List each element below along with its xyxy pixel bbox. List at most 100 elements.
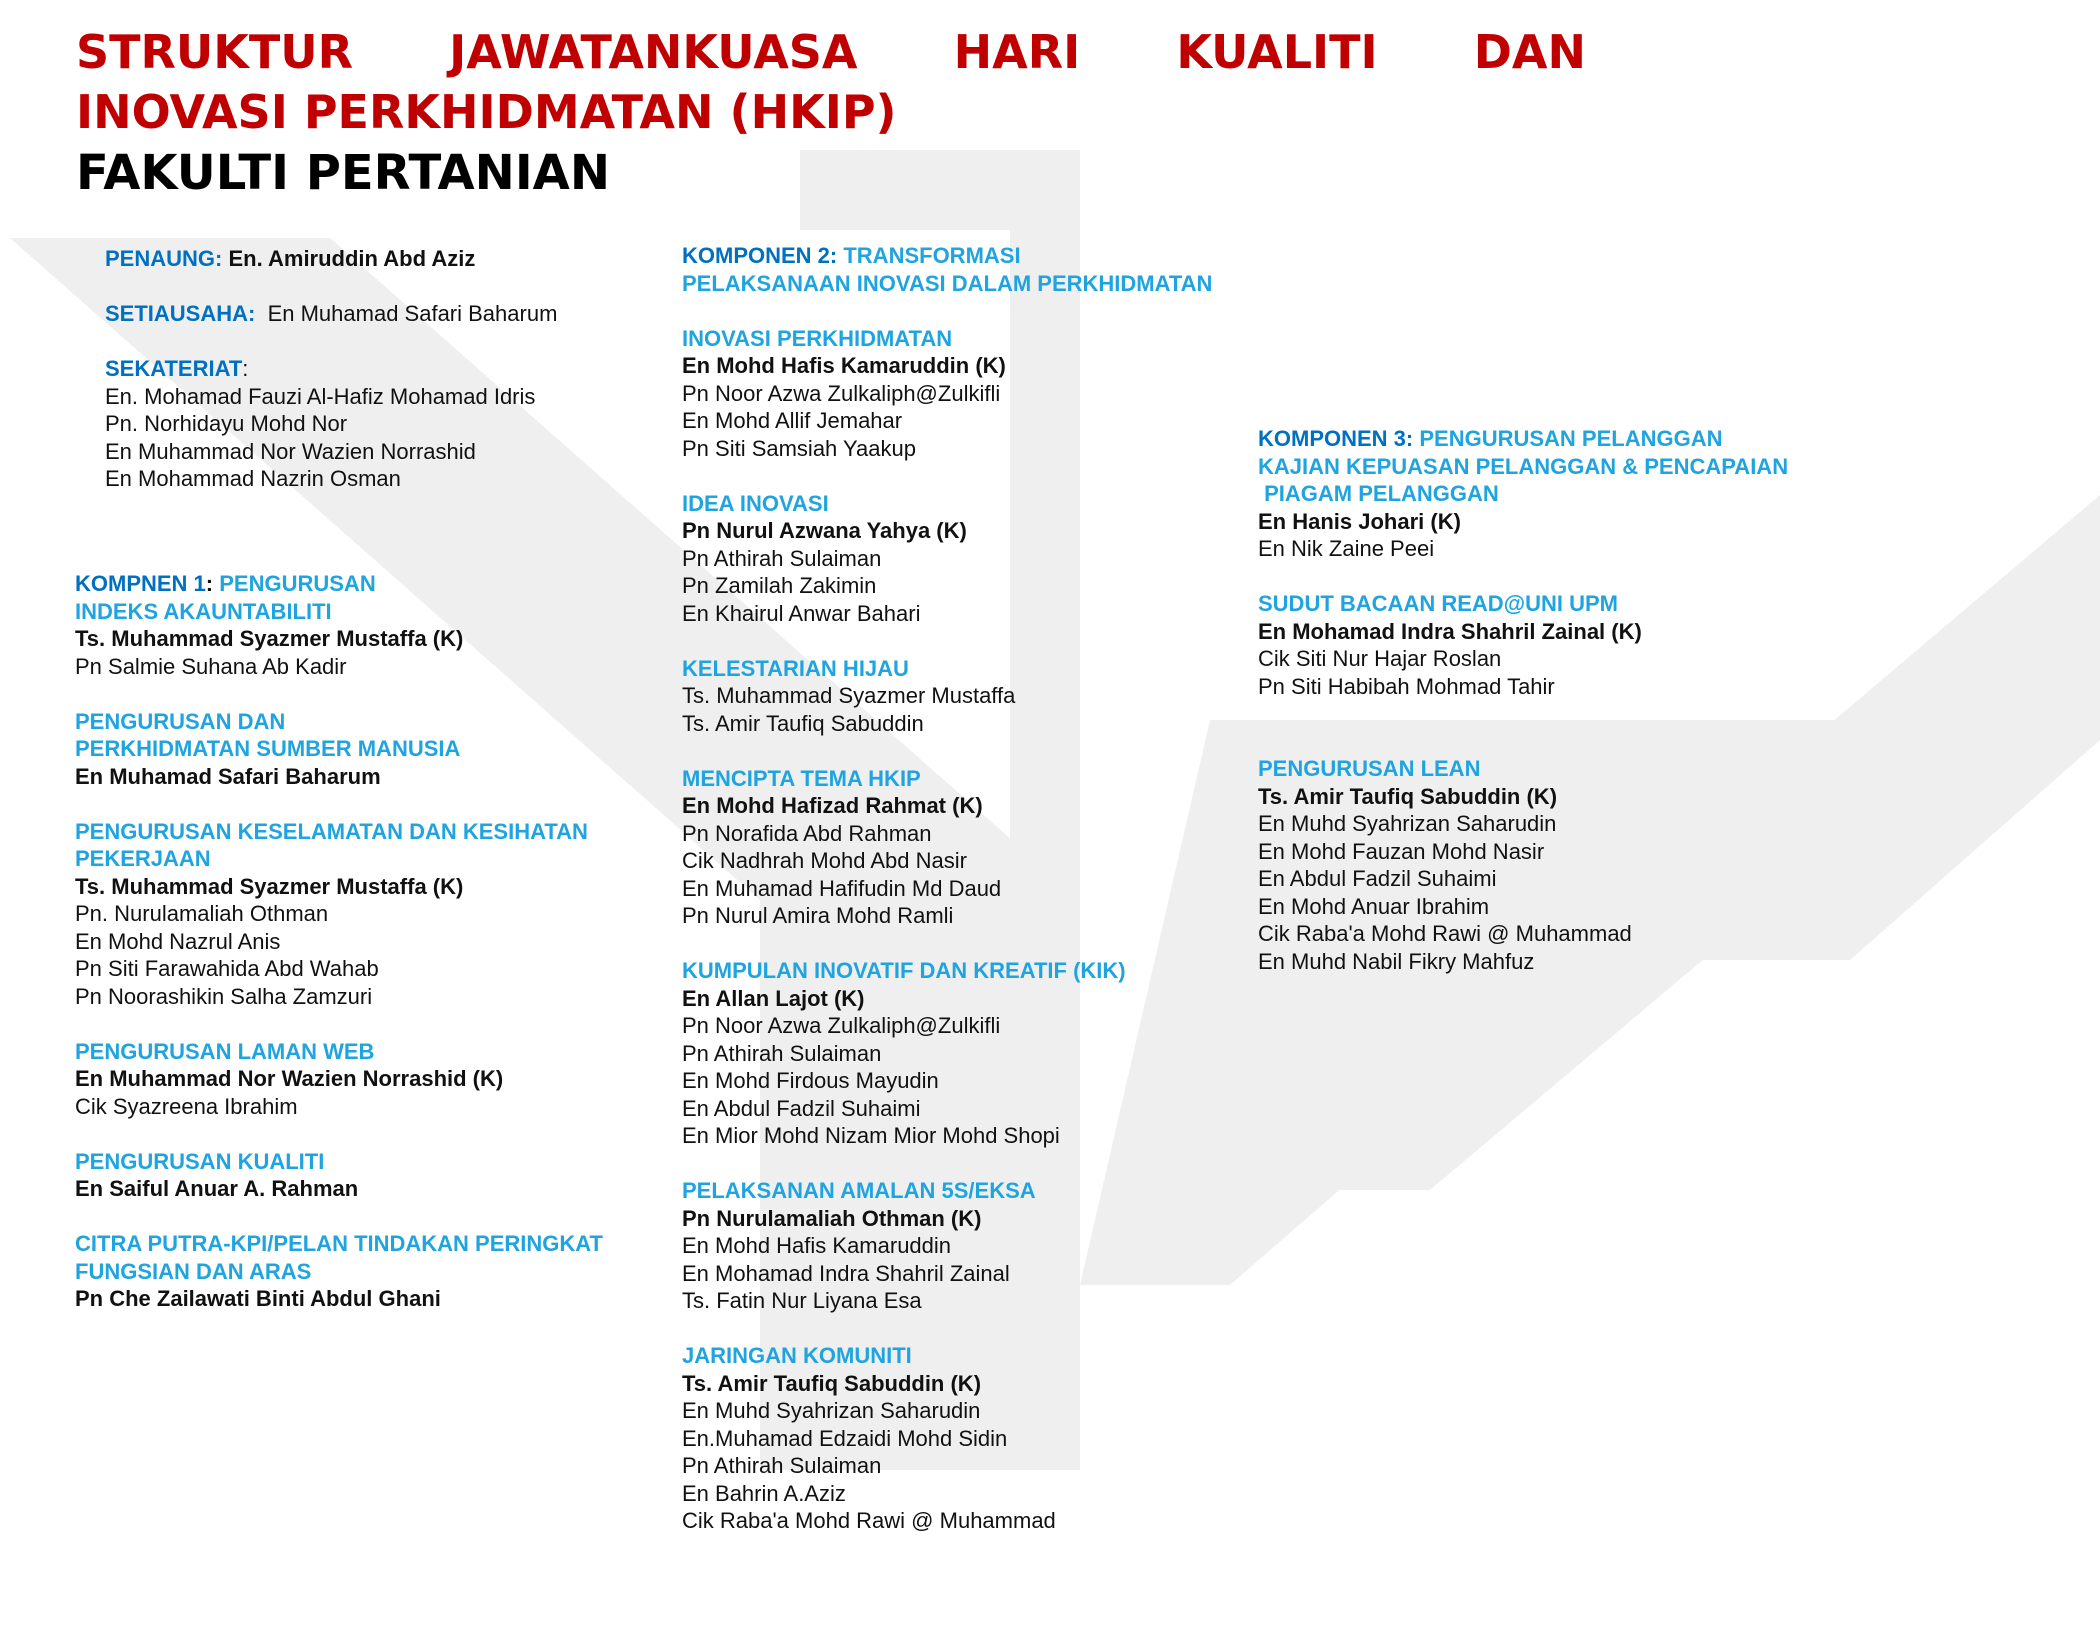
section-member: Pn Siti Habibah Mohmad Tahir	[1258, 673, 1555, 699]
section-heading: PENGURUSAN KESELAMATAN DAN KESIHATAN	[75, 818, 588, 844]
section-heading: PEKERJAAN	[75, 846, 211, 871]
title-line-2: INOVASI PERKHIDMATAN (HKIP)	[76, 85, 897, 139]
section-heading: JARINGAN KOMUNITI	[682, 1343, 912, 1368]
section-lead: En Mohd Hafis Kamaruddin (K)	[682, 353, 1006, 378]
komponen-3-member: En Nik Zaine Peei	[1258, 536, 1435, 561]
section-member: En Mohd Nazrul Anis	[75, 928, 281, 954]
section-lead: En Mohamad Indra Shahril Zainal (K)	[1258, 618, 1642, 644]
section-heading: PERKHIDMATAN SUMBER MANUSIA	[75, 736, 461, 761]
section-member: Ts. Fatin Nur Liyana Esa	[682, 1288, 922, 1313]
section-heading: PENGURUSAN LEAN	[1258, 756, 1481, 781]
sekretariat-colon: :	[242, 356, 249, 381]
title-line-1: STRUKTUR JAWATANKUASA HARI KUALITI DAN	[76, 25, 1586, 79]
section-pengurusan-lean: PENGURUSAN LEAN Ts. Amir Taufiq Sabuddin…	[1258, 755, 1878, 975]
setiausaha-name: En Muhamad Safari Baharum	[267, 301, 558, 326]
section-lead: En Mohd Hafizad Rahmat (K)	[682, 793, 983, 818]
section-citra-putra: CITRA PUTRA-KPI/PELAN TINDAKAN PERINGKAT…	[75, 1230, 665, 1313]
section-member: En Mohd Firdous Mayudin	[682, 1068, 939, 1093]
section-kelestarian-hijau: KELESTARIAN HIJAU Ts. Muhammad Syazmer M…	[682, 655, 1282, 738]
komponen-1-colon: :	[205, 571, 220, 596]
section-member: Pn Noorashikin Salha Zamzuri	[75, 983, 373, 1009]
komponen-1-lead: Ts. Muhammad Syazmer Mustaffa (K)	[75, 626, 464, 651]
section-mencipta-tema: MENCIPTA TEMA HKIP En Mohd Hafizad Rahma…	[682, 765, 1282, 930]
section-idea-inovasi: IDEA INOVASI Pn Nurul Azwana Yahya (K) P…	[682, 490, 1282, 628]
penaung-label: PENAUNG:	[105, 246, 223, 271]
sekretariat-member: En Mohammad Nazrin Osman	[105, 466, 401, 491]
section-member: En Muhd Syahrizan Saharudin	[1258, 811, 1557, 836]
section-sumber-manusia: PENGURUSAN DAN PERKHIDMATAN SUMBER MANUS…	[75, 708, 665, 791]
sekretariat-member: En. Mohamad Fauzi Al-Hafiz Mohamad Idris	[105, 383, 536, 409]
section-heading: PENGURUSAN KUALITI	[75, 1148, 325, 1174]
section-lead: Pn Che Zailawati Binti Abdul Ghani	[75, 1286, 441, 1311]
komponen-1-heading: PENGURUSAN	[219, 571, 376, 596]
page-title: STRUKTUR JAWATANKUASA HARI KUALITI DAN I…	[76, 22, 1586, 204]
section-member: Cik Siti Nur Hajar Roslan	[1258, 646, 1502, 671]
section-keselamatan: PENGURUSAN KESELAMATAN DAN KESIHATAN PEK…	[75, 818, 665, 1011]
section-member: En Mohd Anuar Ibrahim	[1258, 893, 1490, 919]
section-heading: PENGURUSAN DAN	[75, 708, 286, 734]
section-lead: Ts. Amir Taufiq Sabuddin (K)	[682, 1370, 982, 1396]
komponen-3-heading: PIAGAM PELANGGAN	[1258, 481, 1499, 506]
section-member: Pn Siti Samsiah Yaakup	[682, 435, 916, 461]
section-member: En Mohd Hafis Kamaruddin	[682, 1233, 952, 1258]
section-heading: CITRA PUTRA-KPI/PELAN TINDAKAN PERINGKAT	[75, 1231, 603, 1256]
section-member: Pn Athirah Sulaiman	[682, 1040, 882, 1066]
section-lead: En Muhamad Safari Baharum	[75, 763, 381, 789]
komponen-2-heading: PELAKSANAAN INOVASI DALAM PERKHIDMATAN	[682, 270, 1213, 296]
section-member: Pn Noor Azwa Zulkaliph@Zulkifli	[682, 380, 1001, 406]
section-heading: KUMPULAN INOVATIF DAN KREATIF (KIK)	[682, 958, 1126, 983]
komponen-3-heading: PENGURUSAN PELANGGAN	[1419, 426, 1723, 451]
komponen-2-prefix: KOMPONEN 2:	[682, 243, 844, 268]
section-member: En Mohamad Indra Shahril Zainal	[682, 1260, 1010, 1286]
section-member: Ts. Amir Taufiq Sabuddin	[682, 710, 924, 736]
section-member: En Muhd Nabil Fikry Mahfuz	[1258, 948, 1535, 974]
section-lead: Ts. Amir Taufiq Sabuddin (K)	[1258, 783, 1558, 809]
section-heading: KELESTARIAN HIJAU	[682, 655, 909, 681]
patron-block: PENAUNG: En. Amiruddin Abd Aziz SETIAUSA…	[105, 245, 665, 520]
section-member: Ts. Muhammad Syazmer Mustaffa	[682, 683, 1016, 708]
section-lead: Ts. Muhammad Syazmer Mustaffa (K)	[75, 873, 464, 899]
section-lead: En Muhammad Nor Wazien Norrashid (K)	[75, 1066, 504, 1091]
section-member: En Abdul Fadzil Suhaimi	[1258, 866, 1497, 891]
setiausaha-label: SETIAUSAHA:	[105, 301, 256, 326]
section-member: En.Muhamad Edzaidi Mohd Sidin	[682, 1425, 1008, 1451]
section-jaringan-komuniti: JARINGAN KOMUNITI Ts. Amir Taufiq Sabudd…	[682, 1342, 1282, 1535]
komponen-3-heading: KAJIAN KEPUASAN PELANGGAN & PENCAPAIAN	[1258, 453, 1789, 479]
section-member: En Bahrin A.Aziz	[682, 1480, 846, 1506]
section-heading: SUDUT BACAAN READ@UNI UPM	[1258, 591, 1619, 616]
section-member: Pn Nurul Amira Mohd Ramli	[682, 903, 954, 928]
section-member: Pn Siti Farawahida Abd Wahab	[75, 956, 379, 981]
section-member: Cik Syazreena Ibrahim	[75, 1093, 298, 1119]
component-2-column: KOMPONEN 2: TRANSFORMASI PELAKSANAAN INO…	[682, 242, 1282, 1562]
komponen-3-prefix: KOMPONEN 3:	[1258, 426, 1420, 451]
section-heading: INOVASI PERKHIDMATAN	[682, 325, 953, 351]
komponen-2-heading: TRANSFORMASI	[843, 243, 1021, 268]
component-3-column: KOMPONEN 3: PENGURUSAN PELANGGAN KAJIAN …	[1258, 425, 1878, 1003]
section-inovasi-perkhidmatan: INOVASI PERKHIDMATAN En Mohd Hafis Kamar…	[682, 325, 1282, 463]
section-kik: KUMPULAN INOVATIF DAN KREATIF (KIK) En A…	[682, 957, 1282, 1150]
komponen-1-heading: INDEKS AKAUNTABILITI	[75, 598, 332, 624]
component-1-column: KOMPNEN 1: PENGURUSAN INDEKS AKAUNTABILI…	[75, 570, 665, 1340]
section-member: Pn Athirah Sulaiman	[682, 1453, 882, 1478]
section-member: En Muhd Syahrizan Saharudin	[682, 1398, 981, 1423]
section-member: Pn Athirah Sulaiman	[682, 545, 882, 571]
section-member: Pn Norafida Abd Rahman	[682, 820, 932, 846]
section-member: En Khairul Anwar Bahari	[682, 600, 921, 626]
section-lead: Pn Nurul Azwana Yahya (K)	[682, 518, 967, 543]
section-heading: PENGURUSAN LAMAN WEB	[75, 1038, 375, 1064]
section-lead: En Allan Lajot (K)	[682, 985, 865, 1011]
section-member: Pn Zamilah Zakimin	[682, 573, 877, 598]
section-kualiti: PENGURUSAN KUALITI En Saiful Anuar A. Ra…	[75, 1148, 665, 1203]
section-heading: FUNGSIAN DAN ARAS	[75, 1258, 312, 1284]
section-member: En Mohd Allif Jemahar	[682, 408, 903, 433]
section-member: Cik Raba'a Mohd Rawi @ Muhammad	[1258, 921, 1632, 946]
section-member: En Mior Mohd Nizam Mior Mohd Shopi	[682, 1123, 1060, 1148]
section-member: Pn Noor Azwa Zulkaliph@Zulkifli	[682, 1013, 1001, 1038]
section-heading: IDEA INOVASI	[682, 490, 829, 516]
section-member: En Mohd Fauzan Mohd Nasir	[1258, 838, 1545, 864]
section-member: Cik Raba'a Mohd Rawi @ Muhammad	[682, 1508, 1056, 1533]
komponen-1-member: Pn Salmie Suhana Ab Kadir	[75, 653, 347, 679]
section-heading: MENCIPTA TEMA HKIP	[682, 765, 921, 791]
section-lead: En Saiful Anuar A. Rahman	[75, 1176, 359, 1201]
